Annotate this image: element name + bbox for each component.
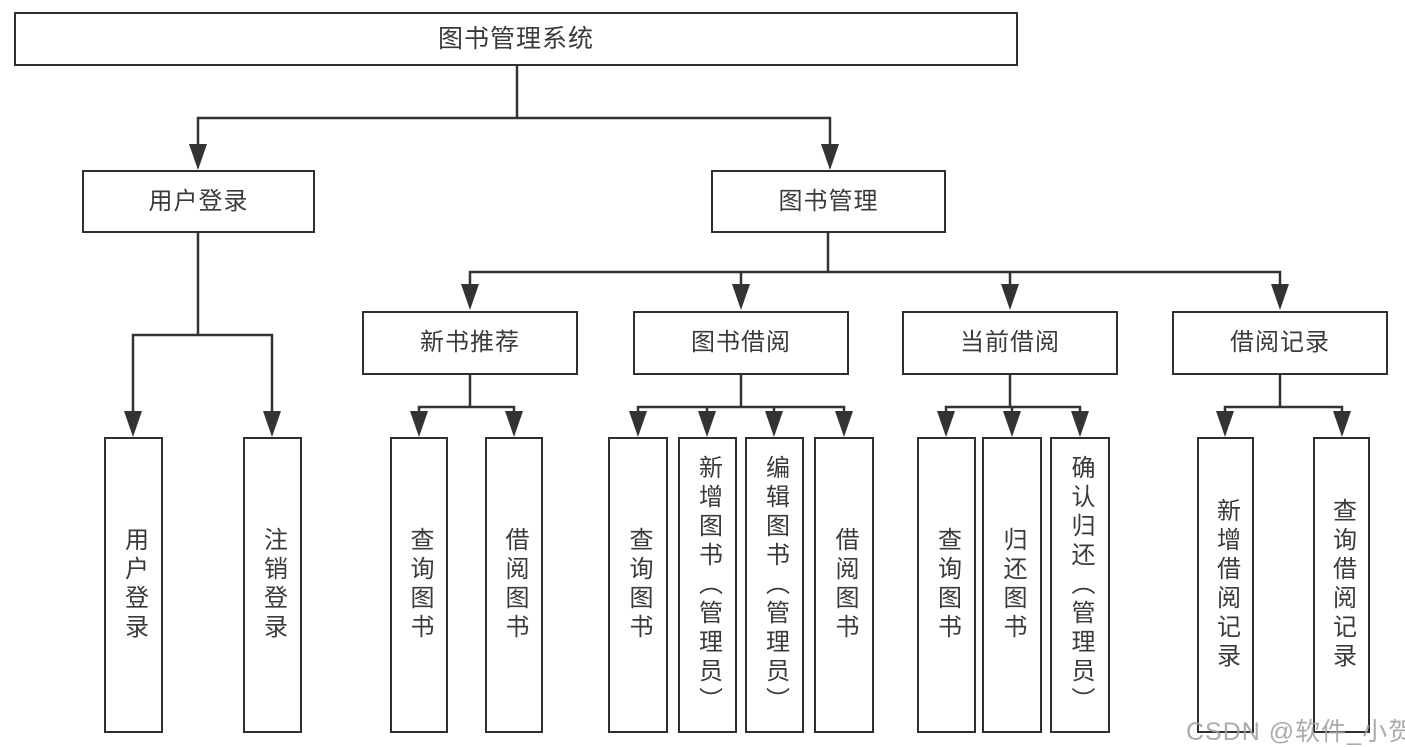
node-label: 用户登录	[120, 527, 148, 643]
arrowhead-icon	[189, 144, 207, 170]
node-new-book-recommend: 新书推荐	[362, 311, 578, 375]
arrowhead-icon	[765, 411, 783, 437]
node-book-borrow: 图书借阅	[633, 311, 849, 375]
arrowhead-icon	[1001, 284, 1019, 310]
node-label: 查询图书	[933, 527, 961, 643]
leaf-query-books-borrow: 查询图书	[608, 437, 668, 733]
node-label: 借阅图书	[501, 527, 528, 643]
leaf-add-book-admin: 新增图书（管理员）	[678, 437, 737, 733]
arrowhead-icon	[698, 411, 716, 437]
node-label: 当前借阅	[960, 329, 1060, 356]
node-label: 编辑图书（管理员）	[761, 454, 789, 716]
leaf-user-login: 用户登录	[104, 437, 163, 733]
leaf-borrow-books: 借阅图书	[814, 437, 874, 733]
leaf-query-borrow-record: 查询借阅记录	[1313, 437, 1370, 733]
leaf-borrow-books-recommend: 借阅图书	[485, 437, 543, 733]
node-label: 归还图书	[999, 527, 1026, 643]
node-book-management: 图书管理	[711, 170, 946, 233]
arrowhead-icon	[124, 411, 142, 437]
leaf-edit-book-admin: 编辑图书（管理员）	[745, 437, 804, 733]
arrowhead-icon	[410, 411, 428, 437]
node-current-borrow: 当前借阅	[902, 311, 1118, 375]
leaf-query-books-current: 查询图书	[917, 437, 976, 733]
arrowhead-icon	[263, 411, 281, 437]
node-user-login: 用户登录	[82, 170, 315, 233]
arrowhead-icon	[505, 411, 523, 437]
node-label: 查询图书	[406, 527, 433, 643]
arrowhead-icon	[835, 411, 853, 437]
arrowhead-icon	[1071, 411, 1089, 437]
leaf-return-book: 归还图书	[982, 437, 1042, 733]
node-root: 图书管理系统	[14, 12, 1018, 66]
node-label: 新增借阅记录	[1212, 498, 1240, 672]
arrowheads	[124, 144, 1351, 437]
node-label: 新书推荐	[420, 329, 520, 356]
connector-stems	[131, 66, 1344, 414]
watermark: CSDN @软件_小贺同学	[1186, 718, 1405, 746]
node-label: 图书管理系统	[437, 24, 594, 53]
node-label: 新增图书（管理员）	[694, 454, 722, 716]
arrowhead-icon	[821, 144, 839, 170]
leaf-query-books-recommend: 查询图书	[390, 437, 448, 733]
node-label: 查询图书	[625, 527, 652, 643]
leaf-logout: 注销登录	[243, 437, 302, 733]
node-label: 用户登录	[148, 187, 249, 215]
arrowhead-icon	[1271, 284, 1289, 310]
arrowhead-icon	[732, 284, 750, 310]
leaf-add-borrow-record: 新增借阅记录	[1197, 437, 1254, 733]
arrowhead-icon	[1003, 411, 1021, 437]
node-label: 图书管理	[778, 187, 879, 215]
arrowhead-icon	[629, 411, 647, 437]
node-label: 图书借阅	[691, 329, 791, 356]
node-label: 借阅记录	[1230, 329, 1330, 356]
node-borrow-records: 借阅记录	[1172, 311, 1388, 375]
arrowhead-icon	[461, 284, 479, 310]
arrowhead-icon	[1333, 411, 1351, 437]
node-label: 查询借阅记录	[1328, 498, 1356, 672]
arrowhead-icon	[937, 411, 955, 437]
node-label: 借阅图书	[831, 527, 858, 643]
leaf-confirm-return-admin: 确认归还（管理员）	[1050, 437, 1110, 733]
node-label: 注销登录	[259, 527, 287, 643]
node-label: 确认归还（管理员）	[1067, 454, 1094, 716]
arrowhead-icon	[1216, 411, 1234, 437]
